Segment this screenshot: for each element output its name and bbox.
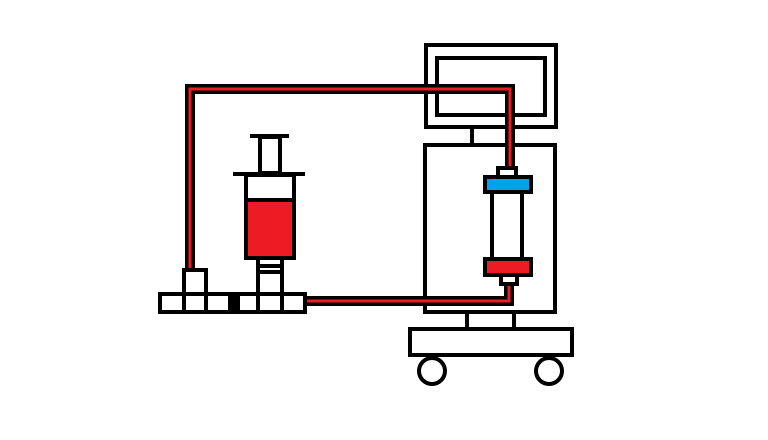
wheel-right	[534, 356, 564, 386]
cap-top	[483, 175, 533, 194]
wheel-left	[417, 356, 447, 386]
column-cartridge	[483, 166, 533, 286]
syringe-fill	[248, 201, 292, 256]
stopcock-manifold	[158, 268, 307, 314]
monitor	[424, 43, 558, 145]
cap-bottom	[483, 257, 533, 277]
tubing	[185, 84, 515, 306]
syringe	[233, 134, 305, 275]
cart	[408, 312, 574, 386]
